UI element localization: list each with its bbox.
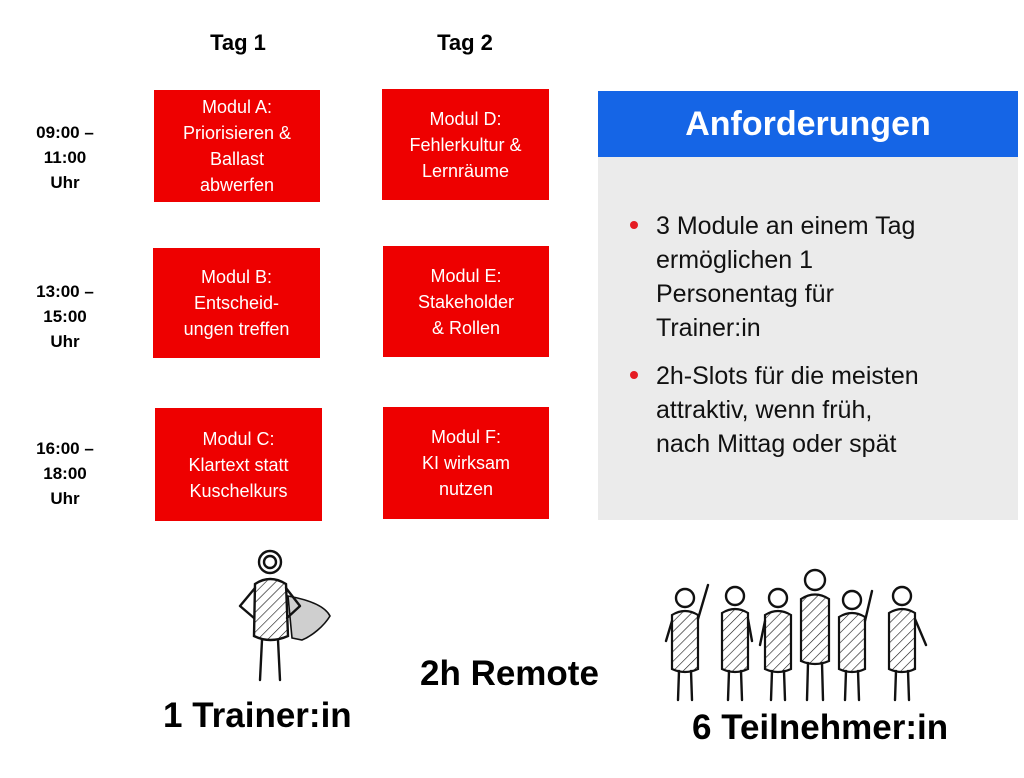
participants-group-icon — [664, 568, 928, 702]
module-d: Modul D: Fehlerkultur & Lernräume — [382, 89, 549, 200]
bullet-dot-icon — [630, 221, 638, 229]
time-slot-1: 09:00 – 11:00 Uhr — [36, 123, 94, 192]
day-header-2: Tag 2 — [437, 30, 493, 55]
module-f: Modul F: KI wirksam nutzen — [383, 407, 549, 519]
participants-label: 6 Teilnehmer:in — [692, 708, 949, 747]
requirement-item: 2h-Slots für die meisten attraktiv, wenn… — [630, 359, 996, 461]
bullet-dot-icon — [630, 371, 638, 379]
module-a: Modul A: Priorisieren & Ballast abwerfen — [154, 90, 320, 202]
participant-2-icon — [720, 585, 754, 702]
participant-6-icon — [887, 585, 928, 702]
module-c: Modul C: Klartext statt Kuschelkurs — [155, 408, 322, 521]
module-b: Modul B: Entscheid- ungen treffen — [153, 248, 320, 358]
participant-5-icon — [837, 589, 874, 702]
requirement-item: 3 Module an einem Tag ermöglichen 1 Pers… — [630, 209, 996, 345]
requirements-list: 3 Module an einem Tag ermöglichen 1 Pers… — [630, 209, 996, 475]
time-slot-3: 16:00 – 18:00 Uhr — [36, 439, 94, 508]
participant-1-icon — [664, 583, 710, 702]
remote-label: 2h Remote — [420, 654, 599, 693]
requirements-header: Anforderungen — [598, 91, 1018, 157]
trainer-figure-icon — [238, 549, 331, 682]
day-header-1: Tag 1 — [210, 30, 266, 55]
module-e: Modul E: Stakeholder & Rollen — [383, 246, 549, 357]
participant-3-icon — [758, 587, 793, 702]
time-slot-2: 13:00 – 15:00 Uhr — [36, 282, 94, 351]
requirements-panel: 3 Module an einem Tag ermöglichen 1 Pers… — [598, 157, 1018, 520]
trainer-label: 1 Trainer:in — [163, 696, 352, 735]
participant-4-icon — [799, 568, 831, 702]
